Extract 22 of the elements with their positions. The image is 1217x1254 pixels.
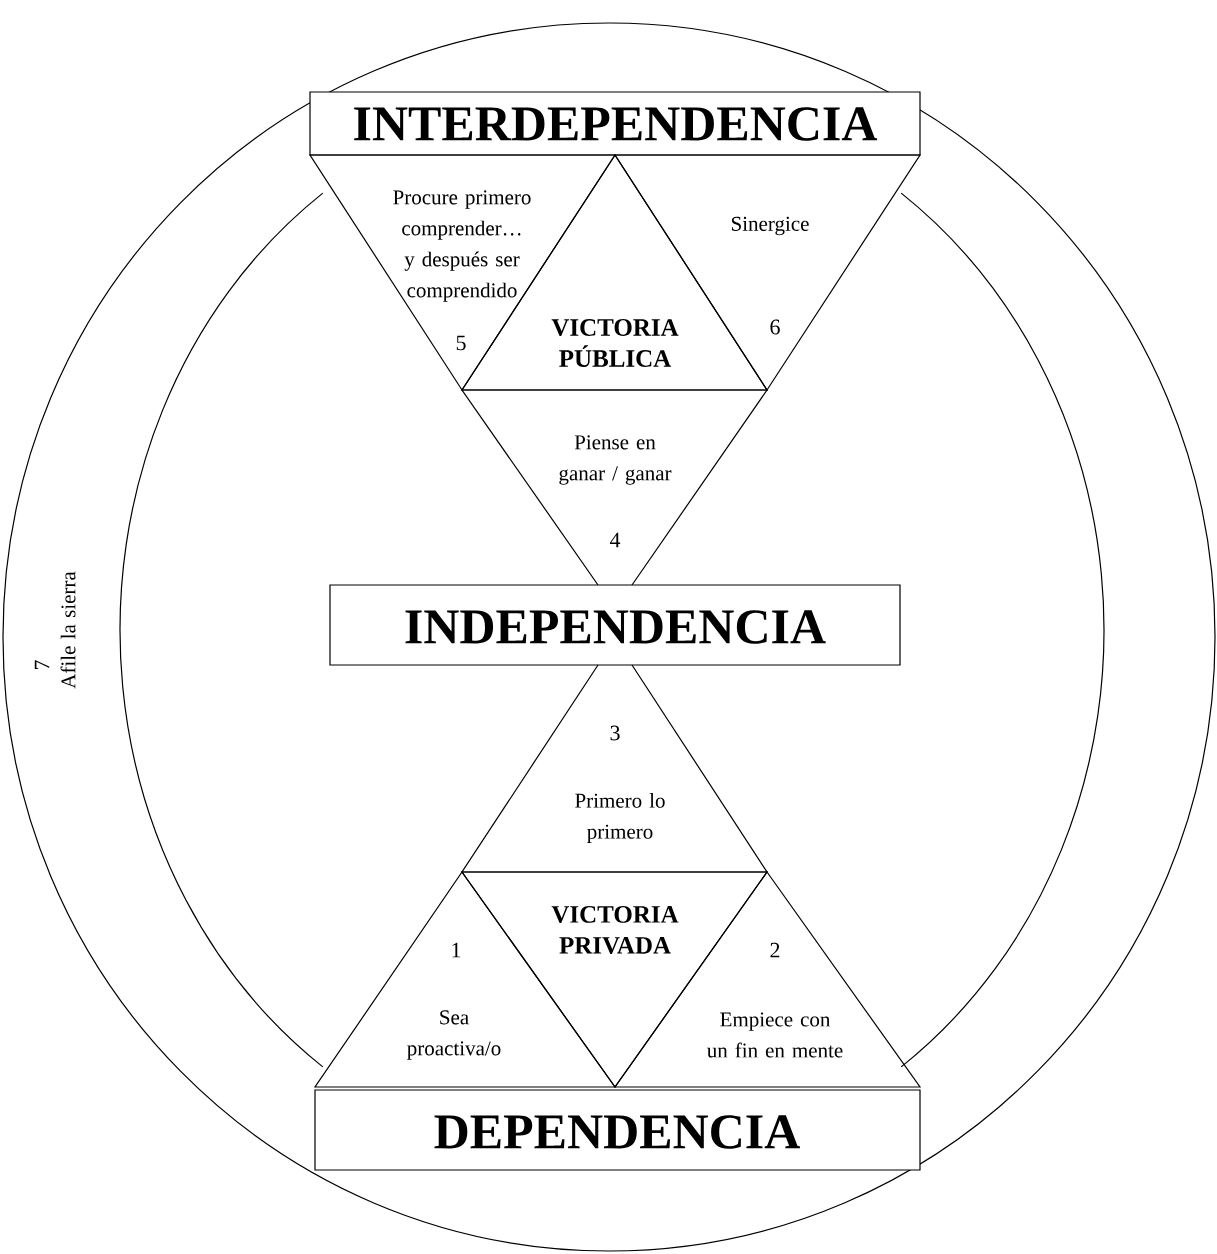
stage-title: DEPENDENCIA [434,1115,800,1149]
habit-number: 4 [609,532,621,548]
stage-box [314,1089,921,1171]
habit-number: 3 [610,725,620,741]
habit-number: 5 [456,335,466,351]
habit-number: 2 [770,942,780,958]
habit-label: Sea proactiva/o [407,1010,501,1060]
habit-label: Piense en ganar / ganar [559,435,672,485]
habit-number: 7 [34,660,50,670]
stage-box [309,91,921,156]
habit-label: Procure primero comprender… y después ser comprendido [393,190,531,302]
habit-number: 1 [452,942,461,958]
habit-number: 6 [770,319,780,335]
stage-title: INDEPENDENCIA [405,610,826,644]
victory-label: VICTORIA PÚBLICA [551,319,679,367]
victory-label: VICTORIA PRIVADA [551,906,679,954]
stage-box [329,584,901,666]
habit-label: Primero lo primero [575,793,665,844]
habit-label: Empiece con un fin en mente [707,1012,843,1058]
habit-label: Afile la sierra [60,571,76,689]
stage-title: INTERDEPENDENCIA [354,107,878,141]
habit-label: Sinergice [731,216,809,236]
